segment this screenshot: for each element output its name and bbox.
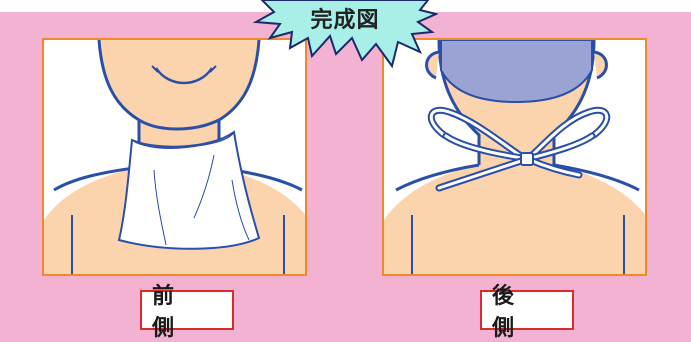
string-right [528, 158, 581, 177]
bow-left-loop [430, 108, 526, 160]
back-body [384, 165, 645, 274]
back-side-label: 後 側 [480, 284, 574, 341]
front-view-panel [42, 38, 307, 276]
back-right-ear [593, 50, 608, 80]
back-right-shoulder-line [553, 163, 640, 192]
back-left-shoulder-line [395, 163, 480, 192]
starburst-shape [252, 0, 438, 69]
front-view-illustration [44, 40, 305, 274]
back-view-panel [382, 38, 647, 276]
towel-fold-1 [153, 169, 167, 246]
bow-right-tail [529, 134, 594, 160]
smile-right-dimple [209, 65, 217, 73]
back-head-left-outline [437, 40, 481, 165]
front-side-label: 前 側 [140, 284, 234, 341]
front-towel [117, 130, 261, 250]
title-starburst: 完成図 [252, 0, 438, 78]
back-left-ear [425, 50, 440, 80]
bow-left-tail [444, 134, 524, 160]
towel-fold-3 [231, 179, 250, 241]
bow-right-loop [527, 108, 608, 160]
string-left [437, 158, 526, 190]
front-towel-collar [131, 131, 235, 149]
back-cap [440, 40, 593, 104]
front-jaw-outline [97, 40, 261, 131]
smile-mouth [154, 67, 214, 85]
back-view-illustration [384, 40, 645, 274]
smile-left-dimple [151, 65, 159, 73]
towel-fold-2 [193, 154, 215, 219]
title-text: 完成図 [310, 8, 380, 33]
front-left-shoulder-line [53, 166, 135, 192]
bow-knot [520, 152, 534, 166]
